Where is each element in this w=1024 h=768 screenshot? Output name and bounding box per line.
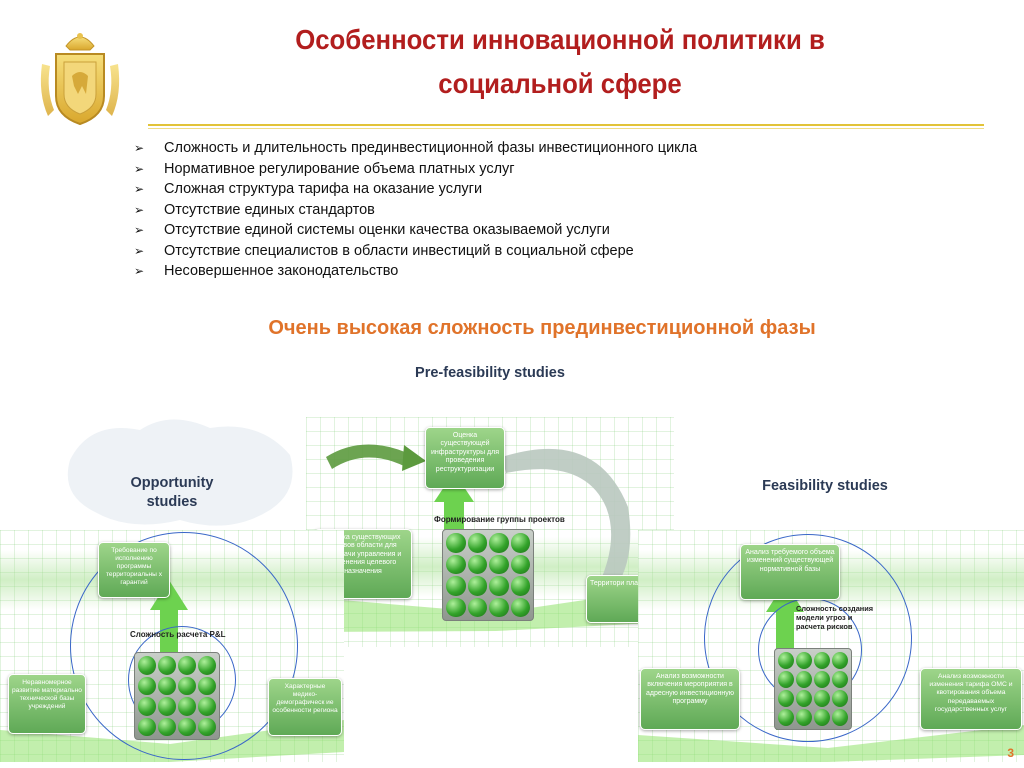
title-divider-thin bbox=[148, 128, 984, 129]
left-panel-label: Сложность расчета P&L bbox=[130, 630, 226, 639]
bullet-item: ➢Сложность и длительность прединвестицио… bbox=[134, 138, 697, 159]
arrow-bullet-icon: ➢ bbox=[134, 141, 145, 155]
right-panel-label: Сложность создания модели угроз и расчет… bbox=[796, 604, 874, 631]
left-panel: Требование по исполнению программы терри… bbox=[0, 530, 344, 762]
center-panel: Оценка существующей инфраструктуры для п… bbox=[306, 417, 674, 647]
right-top-box: Анализ требуемого объема изменений сущес… bbox=[740, 544, 840, 600]
bullet-item: ➢Отсутствие единой системы оценки качест… bbox=[134, 220, 697, 241]
subheading: Очень высокая сложность прединвестиционн… bbox=[268, 317, 816, 339]
arrow-bullet-icon: ➢ bbox=[134, 243, 145, 258]
bullet-list: ➢Сложность и длительность прединвестицио… bbox=[134, 138, 697, 282]
slide-title: Особенности инновационной политики в соц… bbox=[192, 18, 928, 106]
arrow-bullet-icon: ➢ bbox=[134, 202, 145, 217]
left-left-box: Неравномерное развитие материально техни… bbox=[8, 674, 86, 734]
bullet-item: ➢Отсутствие единых стандартов bbox=[134, 200, 697, 221]
coat-of-arms-emblem bbox=[40, 33, 120, 126]
left-outer-circle bbox=[70, 532, 298, 760]
title-line-1: Особенности инновационной политики в bbox=[295, 24, 825, 55]
center-project-crate bbox=[442, 529, 534, 621]
title-line-2: социальной сфере bbox=[438, 68, 682, 99]
bullet-item: ➢Сложная структура тарифа на оказание ус… bbox=[134, 179, 697, 200]
right-crate bbox=[774, 648, 852, 730]
right-right-box: Анализ возможности изменения тарифа ОМС … bbox=[920, 668, 1022, 730]
label-feasibility: Feasibility studies bbox=[762, 478, 888, 494]
right-panel: Анализ требуемого объема изменений сущес… bbox=[638, 530, 1024, 762]
bullet-item: ➢Отсутствие специалистов в области инвес… bbox=[134, 241, 697, 262]
region-map-silhouette bbox=[67, 419, 293, 526]
left-right-box: Характерные медико-демографическ ие особ… bbox=[268, 678, 342, 736]
left-top-box: Требование по исполнению программы терри… bbox=[98, 542, 170, 598]
center-panel-label: Формирование группы проектов bbox=[434, 515, 565, 524]
center-top-box: Оценка существующей инфраструктуры для п… bbox=[425, 427, 505, 489]
arrow-bullet-icon: ➢ bbox=[134, 223, 145, 237]
bullet-item: ➢Несовершенное законодательство bbox=[134, 261, 697, 282]
right-outer-circle bbox=[704, 534, 912, 742]
arrow-bullet-icon: ➢ bbox=[134, 161, 145, 176]
title-divider bbox=[148, 124, 984, 126]
bullet-item: ➢Нормативное регулирование объема платны… bbox=[134, 159, 697, 180]
page-number: 3 bbox=[1007, 746, 1014, 760]
arrow-bullet-icon: ➢ bbox=[134, 182, 145, 196]
label-opportunity: Opportunity studies bbox=[130, 475, 214, 510]
left-crate bbox=[134, 652, 220, 740]
label-pre-feasibility: Pre-feasibility studies bbox=[415, 365, 565, 381]
right-left-box: Анализ возможности включения мероприятия… bbox=[640, 668, 740, 730]
arrow-bullet-icon: ➢ bbox=[134, 264, 145, 278]
